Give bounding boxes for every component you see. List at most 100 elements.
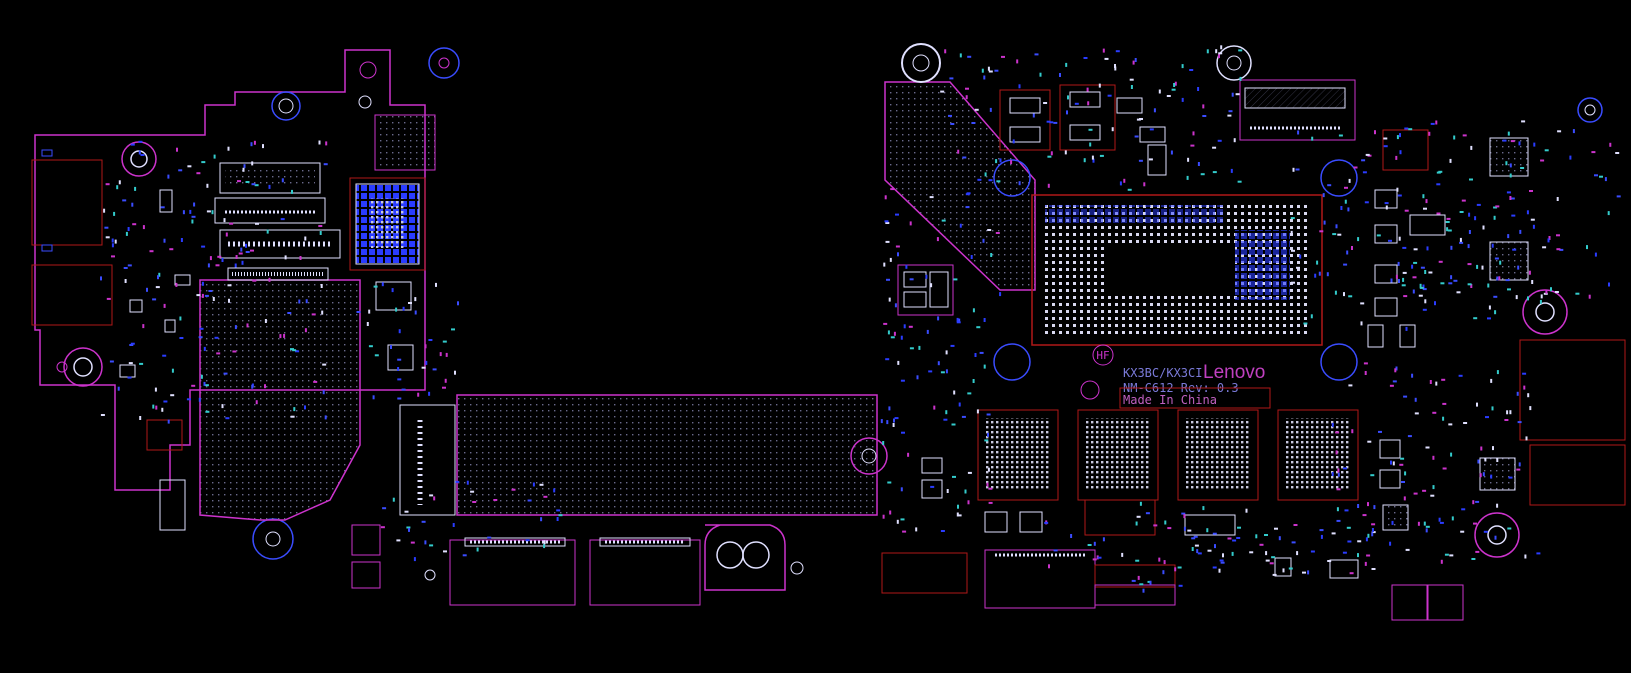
passive-component bbox=[1097, 556, 1102, 559]
connector bbox=[219, 229, 341, 259]
passive-component bbox=[311, 313, 316, 316]
passive-component bbox=[1357, 540, 1362, 543]
passive-component bbox=[1509, 163, 1512, 168]
passive-component bbox=[971, 122, 976, 124]
passive-component bbox=[900, 335, 903, 340]
passive-component bbox=[1508, 476, 1513, 479]
passive-component bbox=[1429, 380, 1432, 384]
passive-component bbox=[965, 206, 970, 209]
passive-component bbox=[139, 416, 142, 420]
passive-component bbox=[1488, 305, 1491, 310]
passive-component bbox=[1507, 288, 1511, 291]
passive-component bbox=[1181, 64, 1184, 69]
passive-component bbox=[1334, 290, 1337, 295]
passive-component bbox=[1231, 551, 1234, 556]
passive-component bbox=[926, 329, 929, 334]
passive-component bbox=[408, 527, 410, 532]
passive-component bbox=[1471, 558, 1476, 560]
mounting-hole[interactable] bbox=[1474, 512, 1520, 558]
passive-component bbox=[987, 229, 992, 231]
passive-component bbox=[974, 353, 977, 357]
standoff-hole[interactable] bbox=[850, 437, 888, 475]
passive-component bbox=[157, 275, 159, 280]
passive-component bbox=[381, 282, 384, 287]
passive-component bbox=[158, 272, 161, 277]
board-codename: KX3BC/KX3CI bbox=[1123, 366, 1202, 380]
passive-component bbox=[1493, 206, 1498, 209]
passive-component bbox=[1099, 154, 1104, 157]
passive-component bbox=[1456, 291, 1461, 294]
passive-component bbox=[1271, 556, 1276, 559]
passive-component bbox=[1364, 201, 1369, 204]
passive-component bbox=[1139, 583, 1144, 586]
passive-component bbox=[1391, 520, 1394, 525]
passive-component bbox=[1098, 83, 1101, 88]
mounting-hole[interactable] bbox=[1522, 289, 1568, 335]
passive-component bbox=[131, 202, 134, 207]
passive-component bbox=[255, 400, 258, 405]
passive-component bbox=[191, 219, 194, 224]
passive-component bbox=[1521, 120, 1526, 123]
mounting-hole[interactable] bbox=[252, 518, 294, 560]
cpu-mount-hole[interactable] bbox=[993, 159, 1031, 197]
passive-component bbox=[1343, 292, 1345, 297]
passive-component bbox=[1412, 276, 1417, 279]
cpu-mount-hole[interactable] bbox=[1320, 343, 1358, 381]
passive-component bbox=[1468, 230, 1471, 234]
passive-component bbox=[1012, 139, 1015, 144]
passive-component bbox=[245, 243, 247, 248]
passive-component bbox=[1412, 289, 1415, 294]
passive-component bbox=[1493, 215, 1496, 220]
mounting-hole[interactable] bbox=[121, 141, 157, 177]
passive-component bbox=[1487, 283, 1490, 288]
passive-component bbox=[299, 256, 302, 260]
passive-component bbox=[1384, 202, 1389, 205]
passive-component bbox=[995, 232, 1000, 234]
passive-component bbox=[106, 297, 111, 300]
mounting-hole[interactable] bbox=[1216, 45, 1252, 81]
passive-component bbox=[1272, 573, 1277, 576]
passive-component bbox=[1425, 199, 1428, 204]
passive-component bbox=[284, 255, 287, 260]
passive-component bbox=[556, 517, 559, 521]
passive-component bbox=[1349, 572, 1354, 575]
passive-component bbox=[1419, 286, 1424, 289]
mounting-hole[interactable] bbox=[428, 47, 460, 79]
passive-component bbox=[1310, 550, 1315, 553]
passive-component bbox=[1327, 184, 1332, 187]
passive-component bbox=[1207, 549, 1212, 552]
passive-component bbox=[1192, 131, 1195, 136]
passive-component bbox=[1091, 155, 1094, 160]
passive-component bbox=[1191, 547, 1194, 551]
cpu-mount-hole[interactable] bbox=[993, 343, 1031, 381]
passive-component bbox=[950, 123, 955, 125]
passive-component bbox=[1138, 159, 1143, 162]
passive-component bbox=[198, 336, 203, 339]
passive-component bbox=[100, 276, 102, 281]
battery-connector bbox=[1519, 339, 1626, 441]
passive-component bbox=[1507, 527, 1512, 530]
passive-component bbox=[1197, 552, 1202, 555]
mounting-hole[interactable] bbox=[901, 43, 941, 83]
passive-component bbox=[1291, 541, 1296, 544]
passive-component bbox=[442, 340, 447, 343]
passive-component bbox=[253, 140, 256, 145]
passive-component bbox=[1089, 142, 1092, 147]
passive-component bbox=[1430, 122, 1435, 125]
passive-component bbox=[916, 375, 919, 380]
passive-component bbox=[223, 218, 226, 223]
passive-component bbox=[967, 500, 970, 505]
passive-component bbox=[138, 150, 141, 155]
passive-component bbox=[179, 316, 182, 321]
mounting-hole[interactable] bbox=[271, 91, 301, 121]
passive-component bbox=[211, 210, 214, 215]
passive-component bbox=[1419, 283, 1422, 288]
cpu-mount-hole[interactable] bbox=[1320, 159, 1358, 197]
passive-component bbox=[398, 329, 401, 334]
passive-component bbox=[1136, 118, 1141, 121]
passive-component bbox=[1259, 543, 1264, 546]
passive-component bbox=[196, 294, 201, 297]
mounting-hole[interactable] bbox=[63, 347, 103, 387]
passive-component bbox=[1149, 128, 1154, 131]
